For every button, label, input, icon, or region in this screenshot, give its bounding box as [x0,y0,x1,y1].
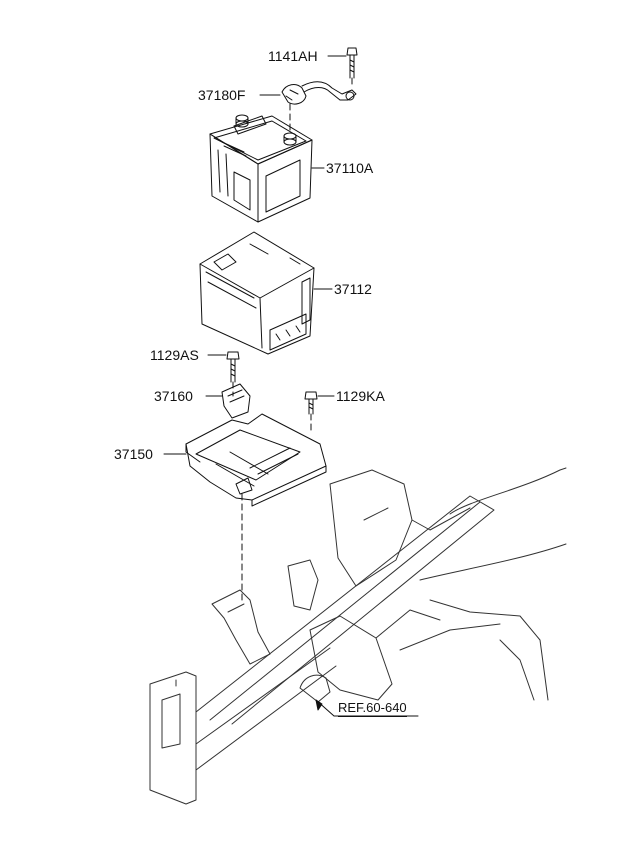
leader-lines [163,55,419,717]
reference-label[interactable]: REF.60-640 [338,700,407,717]
battery-37110A-drawing [209,114,313,223]
tray-37112-drawing [199,231,315,355]
bracket-37150-drawing [185,413,327,507]
label-tray-37112: 37112 [334,281,372,297]
terminal-37180F-drawing [281,81,357,105]
label-bolt-1129KA: 1129KA [336,388,385,404]
clamp-37160-drawing [221,383,251,419]
label-battery-37110A: 37110A [326,160,374,176]
bolt-1141AH-drawing [346,47,358,79]
label-terminal-37180F: 37180F [198,87,246,103]
label-bolt-1141AH: 1141AH [268,48,318,64]
label-clamp-37160: 37160 [154,388,193,404]
label-bracket-37150: 37150 [114,446,153,462]
bolt-1129KA-drawing [304,391,318,415]
vehicle-frame-drawing [149,467,567,805]
alignment-lines [232,77,353,601]
label-bolt-1129AS: 1129AS [150,347,199,363]
ref-arrow-head [315,699,323,711]
bolt-1129AS-drawing [226,351,240,383]
